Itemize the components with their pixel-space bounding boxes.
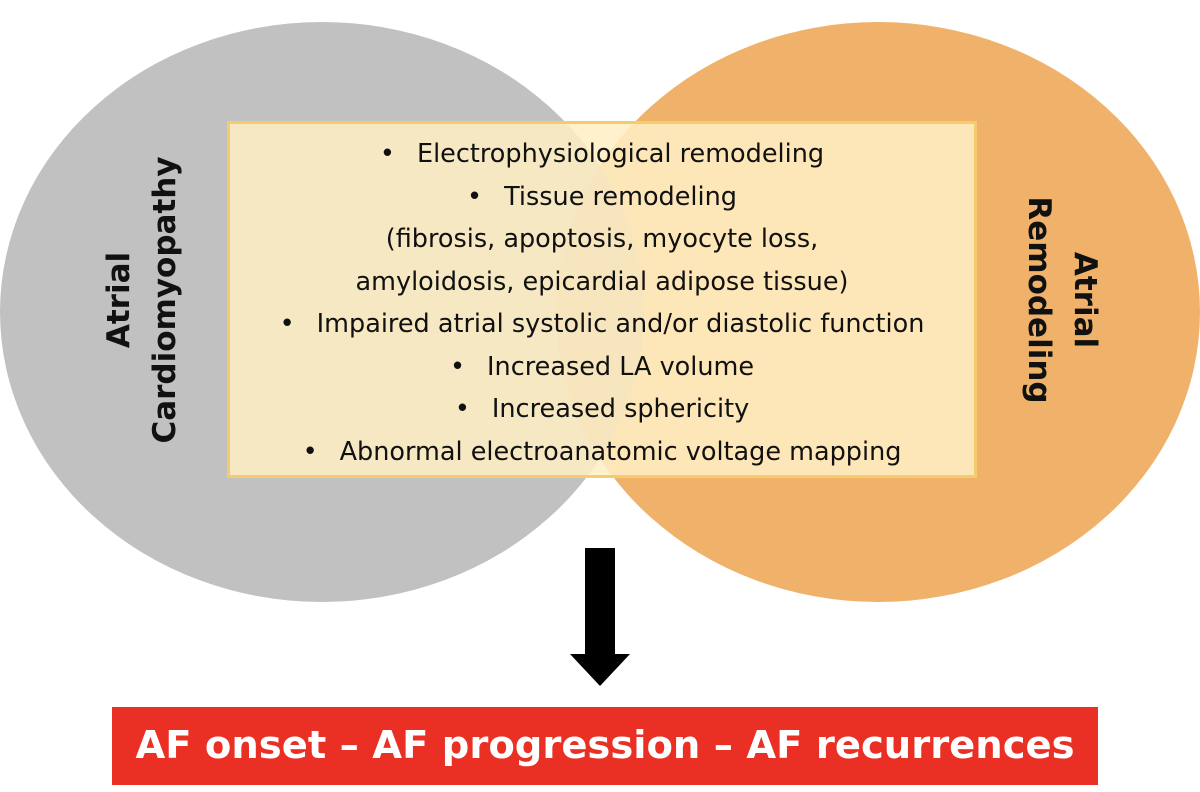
bullet-mark: • [379,139,395,169]
list-item-text: (fibrosis, apoptosis, myocyte loss, [385,224,819,254]
list-item: • Electrophysiological remodeling [230,133,974,176]
list-item-text: Electrophysiological remodeling [416,139,825,169]
list-item-continuation: amyloidosis, epicardial adipose tissue) [230,261,974,304]
list-item: • Impaired atrial systolic and/or diastol… [230,303,974,346]
atrial-cardiomyopathy-label-line2: Cardiomyopathy [147,156,183,444]
list-item: • Increased sphericity [230,388,974,431]
shared-features-box: • Electrophysiological remodeling • Tissue… [227,121,977,478]
down-arrow-icon [585,548,615,656]
list-item-continuation: (fibrosis, apoptosis, myocyte loss, [230,218,974,261]
atrial-cardiomyopathy-label: Atrial Cardiomyopathy [96,120,188,480]
list-item: • Increased LA volume [230,346,974,389]
bullet-mark: • [279,309,295,339]
list-item: • Abnormal electroanatomic voltage mappin… [230,431,974,474]
bullet-mark: • [454,394,470,424]
atrial-cardiomyopathy-label-line1: Atrial [101,251,137,349]
atrial-remodeling-label: Atrial Remodeling [1016,120,1108,480]
bullet-mark: • [302,436,318,467]
list-item-text: Abnormal electroanatomic voltage mapping [339,436,902,467]
outcome-text: AF onset – AF progression – AF recurrenc… [135,723,1075,768]
list-item-text: Increased sphericity [491,394,750,424]
bullet-mark: • [467,181,483,212]
list-item: • Tissue remodeling [230,176,974,219]
list-item-text: Impaired atrial systolic and/or diastoli… [316,309,925,339]
outcome-box: AF onset – AF progression – AF recurrenc… [112,707,1098,785]
bullet-mark: • [449,351,466,382]
list-item-text: amyloidosis, epicardial adipose tissue) [355,266,849,297]
atrial-remodeling-label-line1: Atrial [1067,251,1103,349]
list-item-text: Tissue remodeling [504,181,737,212]
down-arrow-head-icon [570,654,630,686]
list-item-text: Increased LA volume [487,351,755,382]
atrial-remodeling-label-line2: Remodeling [1021,196,1057,404]
shared-features-list: • Electrophysiological remodeling • Tissue… [230,124,974,473]
